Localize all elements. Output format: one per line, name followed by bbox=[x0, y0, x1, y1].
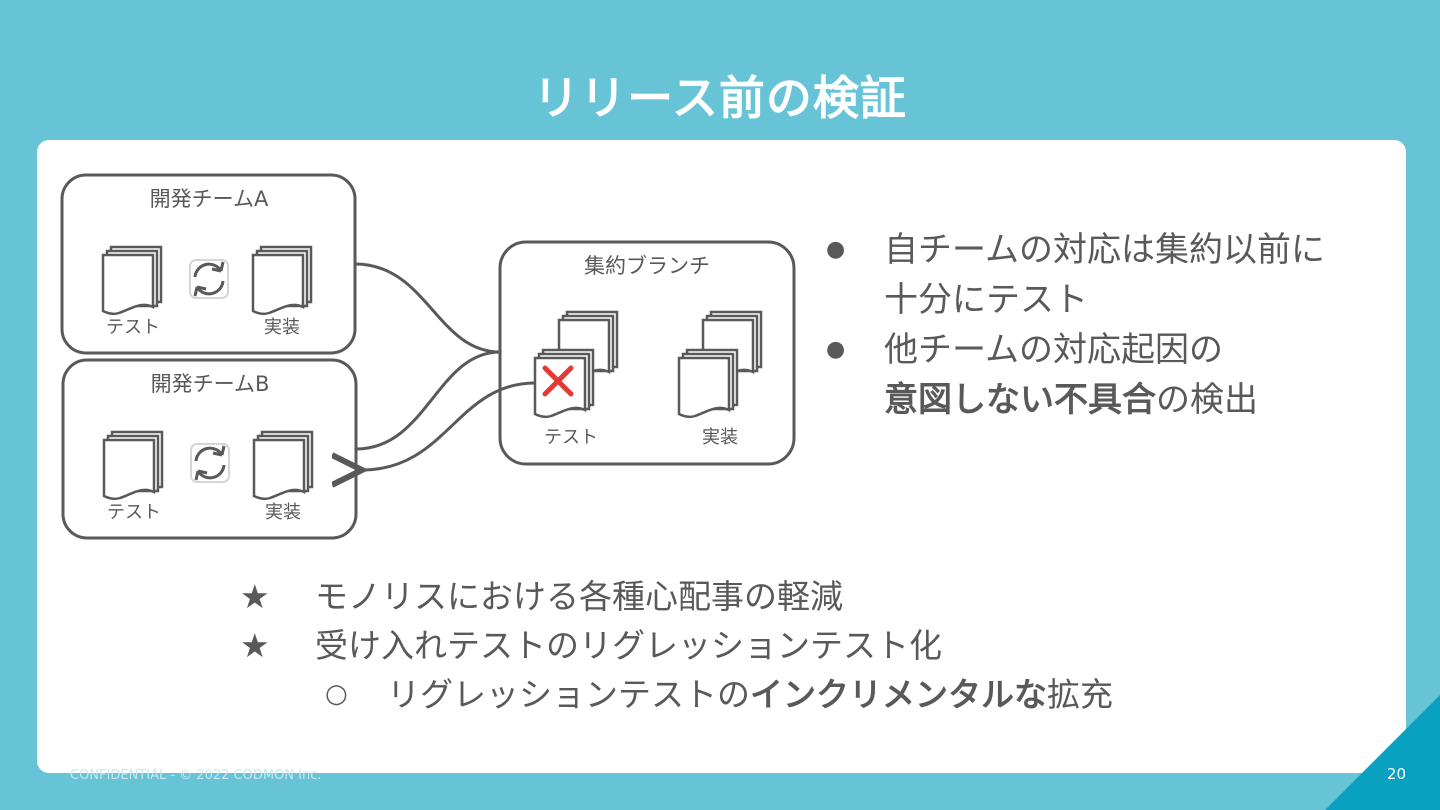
error-feedback-arrow bbox=[362, 381, 536, 470]
branch-impl-front-docs-icon bbox=[677, 348, 739, 419]
team-a-impl-label: 実装 bbox=[264, 317, 300, 338]
workflow-diagram: 開発チームA テスト 実装 開発チームB テスト 実装 集約ブランチ bbox=[60, 173, 796, 540]
branch-test-label: テスト bbox=[544, 427, 598, 448]
content-panel: 開発チームA テスト 実装 開発チームB テスト 実装 集約ブランチ bbox=[37, 140, 1406, 773]
bullet-2-bold-text: 意図しない不具合 bbox=[884, 380, 1156, 420]
sub-item-pre: リグレッションテストの bbox=[387, 675, 750, 714]
star-item-1: ★ モノリスにおける各種心配事の軽減 bbox=[240, 572, 1240, 621]
star-icon: ★ bbox=[240, 577, 270, 616]
bullet-mark: ● bbox=[826, 337, 846, 362]
branch-test-front-docs-icon bbox=[533, 348, 595, 419]
sub-item: ○ リグレッションテストのインクリメンタルな拡充 bbox=[240, 670, 1240, 719]
team-a-label: 開発チームA bbox=[150, 187, 269, 211]
team-a-impl-docs-icon bbox=[251, 245, 313, 316]
sub-item-bold: インクリメンタルな bbox=[750, 675, 1047, 714]
team-b-test-label: テスト bbox=[107, 502, 161, 523]
star-item-2-text: 受け入れテストのリグレッションテスト化 bbox=[315, 626, 942, 665]
bullet-2-line-2-rest: の検出 bbox=[1156, 380, 1258, 420]
star-item-2: ★ 受け入れテストのリグレッションテスト化 bbox=[240, 621, 1240, 670]
aggregate-branch-box: 集約ブランチ テスト 実装 bbox=[498, 240, 796, 466]
team-b-box: 開発チームB テスト 実装 bbox=[61, 358, 358, 540]
star-item-1-text: モノリスにおける各種心配事の軽減 bbox=[315, 577, 843, 616]
bullet-mark: ● bbox=[826, 237, 846, 262]
error-x-icon bbox=[542, 365, 574, 397]
sub-item-post: 拡充 bbox=[1047, 675, 1113, 714]
bullet-item-2: ● 他チームの対応起因の 意図しない不具合の検出 bbox=[826, 325, 1386, 425]
confidential-footer: CONFIDENTIAL - © 2022 CODMON Inc. bbox=[70, 768, 322, 783]
bullet-1-line-2: 十分にテスト bbox=[884, 280, 1088, 320]
team-a-box: 開発チームA テスト 実装 bbox=[60, 173, 357, 355]
bullet-2-line-1: 他チームの対応起因の bbox=[884, 330, 1223, 370]
summary-list: ★ モノリスにおける各種心配事の軽減 ★ 受け入れテストのリグレッションテスト化… bbox=[240, 572, 1240, 719]
branch-label: 集約ブランチ bbox=[584, 254, 710, 278]
team-b-test-docs-icon bbox=[102, 430, 164, 501]
team-a-test-docs-icon bbox=[101, 245, 163, 316]
team-a-test-label: テスト bbox=[106, 317, 160, 338]
team-b-merge-connector bbox=[355, 350, 501, 451]
star-icon: ★ bbox=[240, 626, 270, 665]
circle-bullet-icon: ○ bbox=[325, 679, 348, 709]
team-b-impl-docs-icon bbox=[252, 430, 314, 501]
key-points: ● 自チームの対応は集約以前に 十分にテスト ● 他チームの対応起因の 意図しな… bbox=[826, 225, 1386, 425]
team-a-merge-connector bbox=[354, 262, 501, 354]
team-b-impl-label: 実装 bbox=[265, 502, 301, 523]
slide-title: リリース前の検証 bbox=[533, 71, 907, 125]
team-b-label: 開発チームB bbox=[151, 372, 270, 396]
bullet-1-line-1: 自チームの対応は集約以前に bbox=[884, 230, 1325, 270]
page-number: 20 bbox=[1386, 765, 1406, 783]
corner-accent bbox=[1325, 695, 1440, 810]
branch-impl-label: 実装 bbox=[702, 427, 738, 448]
bullet-item-1: ● 自チームの対応は集約以前に 十分にテスト bbox=[826, 225, 1386, 325]
